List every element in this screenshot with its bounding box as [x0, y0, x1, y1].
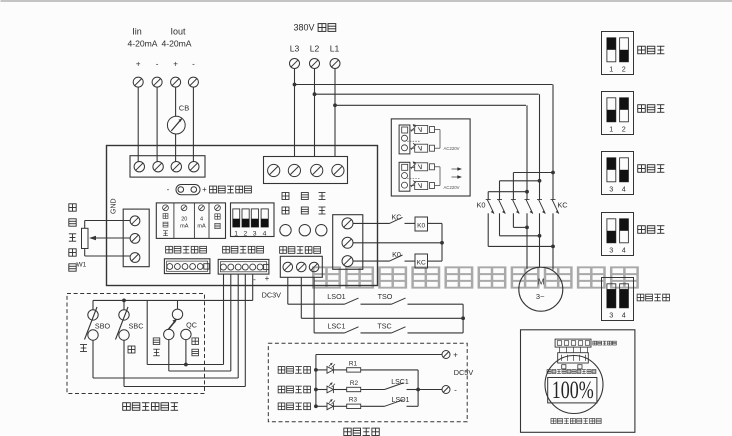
svg-text:-: - — [253, 275, 256, 284]
svg-text:+: + — [136, 60, 141, 69]
svg-text:-: - — [454, 386, 457, 395]
svg-text:mA: mA — [197, 224, 206, 230]
svg-text:mA: mA — [180, 224, 189, 230]
svg-text:3: 3 — [609, 184, 613, 193]
svg-text:4-20mA: 4-20mA — [127, 39, 157, 49]
svg-text:3: 3 — [609, 310, 613, 319]
svg-text:M: M — [538, 278, 545, 287]
svg-text:LSO1: LSO1 — [327, 292, 345, 301]
svg-text:+: + — [453, 351, 458, 360]
svg-text:Iin: Iin — [132, 27, 142, 37]
svg-text:SBC: SBC — [129, 322, 144, 331]
svg-text:TSC: TSC — [377, 322, 391, 331]
svg-text:-: - — [192, 60, 195, 69]
svg-text:R3: R3 — [349, 397, 358, 404]
svg-text:100%: 100% — [552, 377, 594, 404]
svg-text:K0: K0 — [476, 201, 485, 210]
svg-text:1: 1 — [609, 124, 613, 133]
svg-text:LSC1: LSC1 — [328, 322, 346, 331]
svg-text:K0: K0 — [417, 223, 425, 230]
svg-text:4: 4 — [200, 217, 203, 223]
svg-text:3: 3 — [253, 230, 257, 237]
svg-text:+: + — [173, 60, 178, 69]
svg-text:20: 20 — [181, 217, 187, 223]
svg-text:K0: K0 — [392, 250, 401, 259]
svg-text:380V: 380V — [293, 23, 314, 33]
svg-text:DC5V: DC5V — [454, 368, 474, 377]
svg-text:+: + — [202, 185, 207, 194]
svg-text:2: 2 — [244, 230, 248, 237]
svg-text:KC: KC — [557, 201, 568, 210]
svg-text:SBO: SBO — [95, 322, 111, 331]
svg-text:-: - — [167, 185, 170, 194]
svg-text:CB: CB — [179, 104, 189, 113]
svg-text:L3: L3 — [290, 44, 300, 54]
svg-text:2: 2 — [622, 64, 626, 73]
svg-text:AC220V: AC220V — [443, 185, 459, 190]
svg-text:L2: L2 — [310, 44, 320, 54]
svg-text:4: 4 — [622, 245, 626, 254]
svg-text:L1: L1 — [330, 44, 340, 54]
svg-text:TSO: TSO — [378, 292, 393, 301]
svg-text:LSC1: LSC1 — [391, 379, 409, 386]
svg-text:2: 2 — [622, 124, 626, 133]
svg-text:3: 3 — [609, 245, 613, 254]
svg-text:R1: R1 — [349, 361, 358, 368]
svg-text:-: - — [156, 60, 159, 69]
svg-text:+: + — [265, 274, 270, 283]
svg-text:GND: GND — [111, 198, 118, 214]
svg-text:Iout: Iout — [170, 27, 186, 37]
svg-text:AC220V: AC220V — [443, 146, 459, 151]
svg-text:R2: R2 — [350, 380, 359, 387]
svg-text:4-20mA: 4-20mA — [161, 39, 191, 49]
svg-text:LSO1: LSO1 — [392, 397, 410, 404]
svg-text:1: 1 — [609, 64, 613, 73]
svg-text:DC3V: DC3V — [262, 291, 282, 300]
svg-text:3~: 3~ — [536, 292, 545, 301]
svg-text:4: 4 — [263, 230, 267, 237]
svg-text:KC: KC — [417, 260, 426, 267]
svg-text:4: 4 — [622, 310, 626, 319]
svg-text:W1: W1 — [77, 262, 87, 269]
svg-text:1: 1 — [234, 230, 238, 237]
svg-text:QC: QC — [186, 321, 197, 330]
svg-text:4: 4 — [622, 184, 626, 193]
svg-text:KC: KC — [392, 213, 402, 222]
